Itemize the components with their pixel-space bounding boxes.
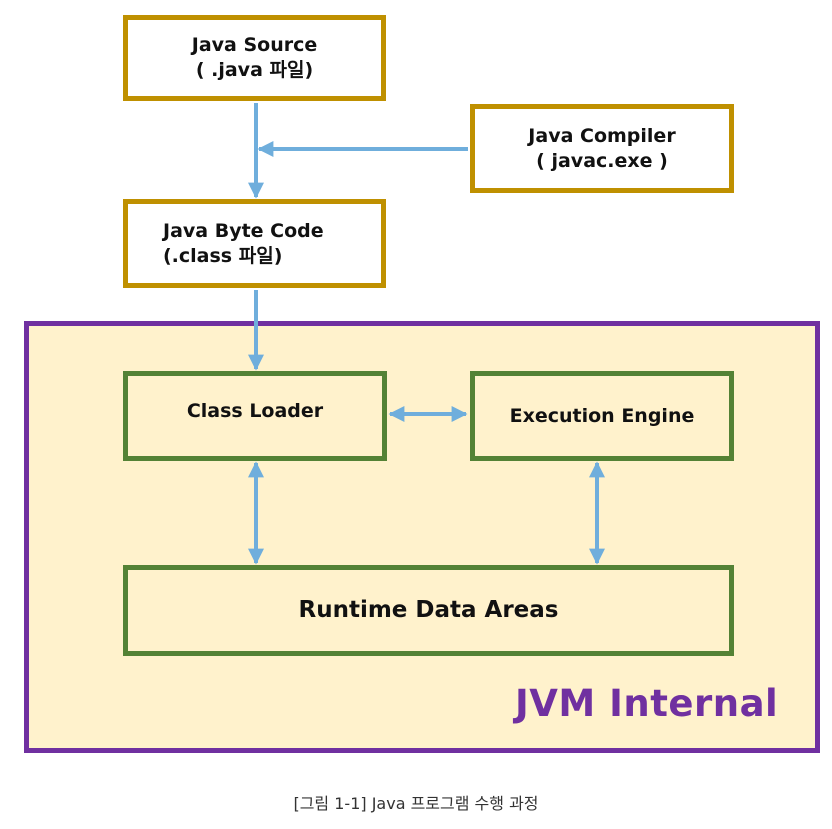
runtime-data-areas-node: Runtime Data Areas: [123, 565, 734, 656]
java-source-subtitle: ( .java 파일): [195, 59, 314, 81]
java-source-node: Java Source ( .java 파일): [123, 15, 386, 101]
java-compiler-node: Java Compiler ( javac.exe ): [470, 104, 734, 193]
execution-engine-label: Execution Engine: [509, 404, 695, 427]
java-source-title: Java Source: [191, 34, 318, 57]
java-compiler-title: Java Compiler: [528, 124, 676, 147]
byte-code-subtitle: (.class 파일): [163, 244, 283, 267]
byte-code-title: Java Byte Code: [163, 219, 324, 242]
figure-caption: [그림 1-1] Java 프로그램 수행 과정: [293, 794, 539, 813]
execution-engine-node: Execution Engine: [470, 371, 734, 461]
class-loader-node: Class Loader: [123, 371, 387, 461]
byte-code-node: Java Byte Code (.class 파일): [123, 199, 386, 288]
jvm-internal-label: JVM Internal: [515, 682, 779, 725]
class-loader-label: Class Loader: [186, 399, 324, 422]
java-compiler-subtitle: ( javac.exe ): [536, 149, 668, 172]
runtime-data-areas-label: Runtime Data Areas: [298, 596, 559, 623]
